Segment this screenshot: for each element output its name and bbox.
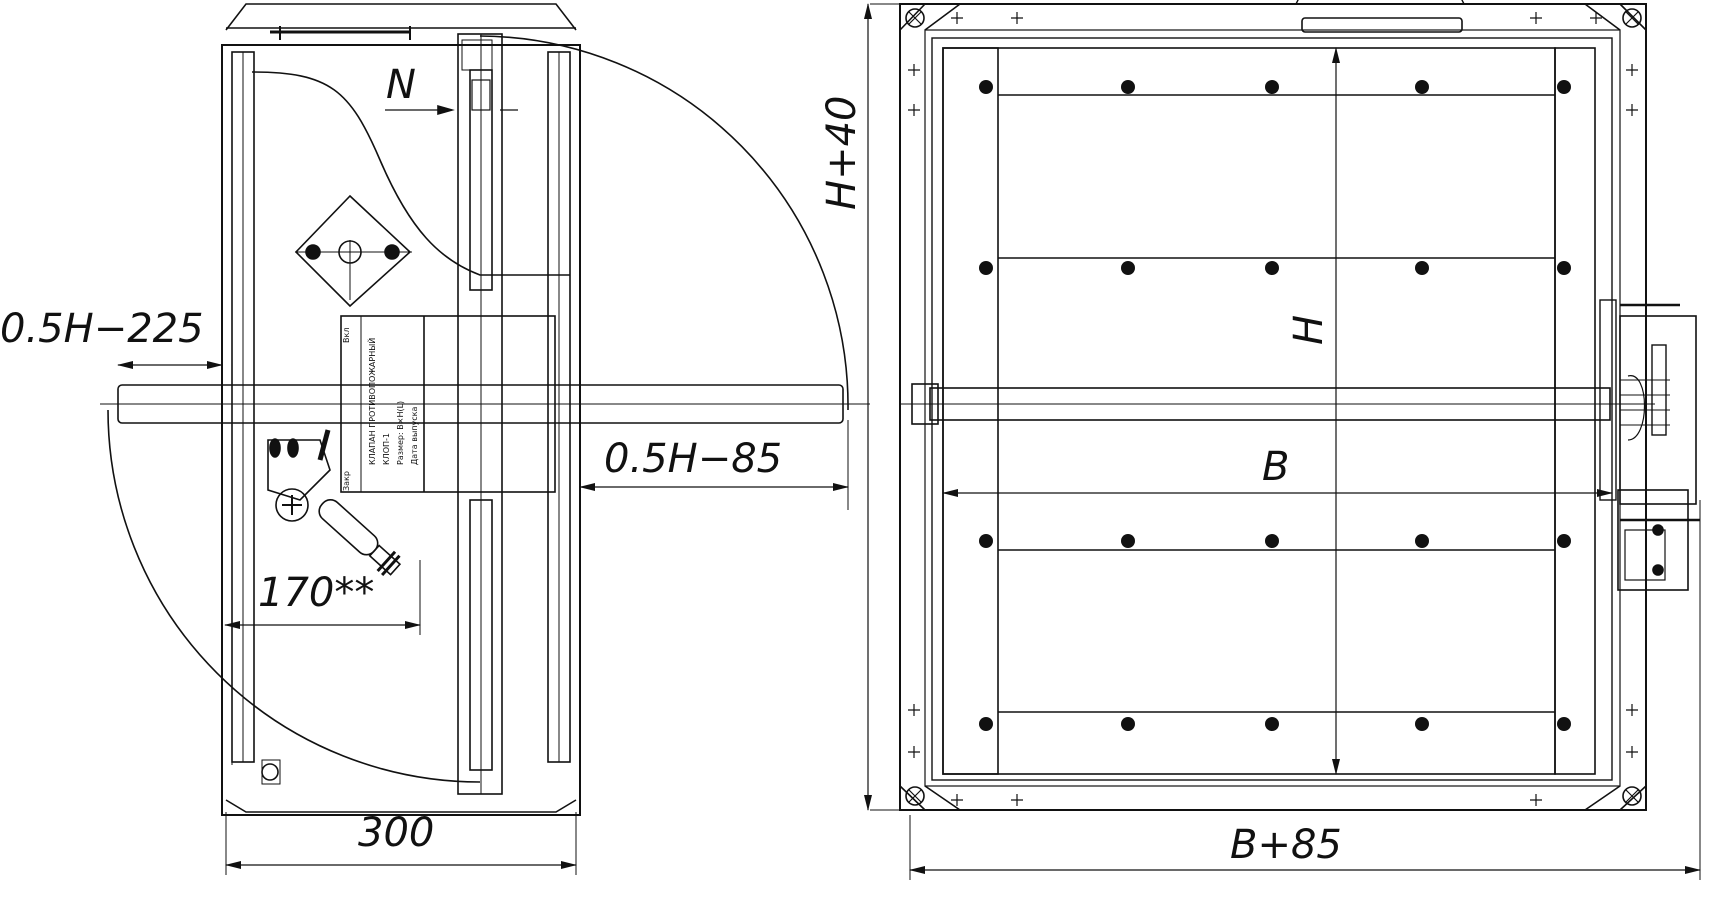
left-rail	[942, 47, 999, 775]
opening	[942, 47, 1556, 775]
side-view-body	[221, 44, 581, 816]
right-rail	[1554, 47, 1596, 775]
plate-title: КЛАПАН ПРОТИВОПОЖАРНЫЙ	[366, 338, 377, 465]
fusible-link	[318, 498, 402, 577]
dim-half-h-85-label: 0.5H−85	[604, 436, 782, 482]
opening-arc-lower	[107, 409, 481, 783]
opening-arc-upper	[479, 35, 849, 411]
plate-side-top: Вкл	[342, 328, 351, 343]
terminal-bolts	[269, 438, 299, 458]
fixing-marks	[908, 12, 1638, 806]
dim-half-h-225-label: 0.5H−225	[0, 306, 204, 352]
dim-b-plus-85-label: B+85	[1230, 822, 1342, 868]
dim-170-label: 170**	[258, 570, 374, 616]
top-handle	[1301, 17, 1463, 33]
front-actuator	[1599, 299, 1700, 591]
side-view	[100, 3, 870, 816]
plate-line1: КЛОП-1	[382, 433, 391, 465]
dim-h-label: H	[1286, 315, 1332, 345]
bottom-cap	[225, 799, 577, 813]
side-dimensions	[117, 104, 849, 875]
dim-300-label: 300	[358, 810, 434, 856]
dim-h-plus-40-label: H+40	[819, 96, 865, 211]
dim-n-label: N	[386, 62, 416, 108]
lever-hub	[275, 488, 309, 522]
rivets	[979, 80, 1571, 731]
label-plate: КЛАПАН ПРОТИВОПОЖАРНЫЙ КЛОП-1 Размер: В×…	[342, 328, 419, 491]
plate-side-bottom: Закр	[342, 471, 351, 491]
front-view	[899, 0, 1700, 811]
plate-line3: Дата выпуска	[410, 407, 419, 465]
front-dimensions	[864, 3, 1701, 880]
blades	[998, 94, 1555, 713]
top-cap	[225, 3, 577, 31]
frame-column	[457, 33, 503, 795]
plate-line2: Размер: В×Н(L)	[396, 401, 405, 465]
shaft-end-left	[911, 383, 939, 425]
inner-frame	[931, 37, 1613, 781]
lever-plate	[267, 439, 331, 501]
outer-flange	[899, 3, 1647, 811]
dim-b-label: B	[1262, 444, 1289, 490]
bottom-knob	[261, 763, 279, 781]
corner-bolts	[905, 8, 1642, 806]
blade-curve	[251, 71, 570, 276]
diamond-mount	[294, 194, 412, 308]
